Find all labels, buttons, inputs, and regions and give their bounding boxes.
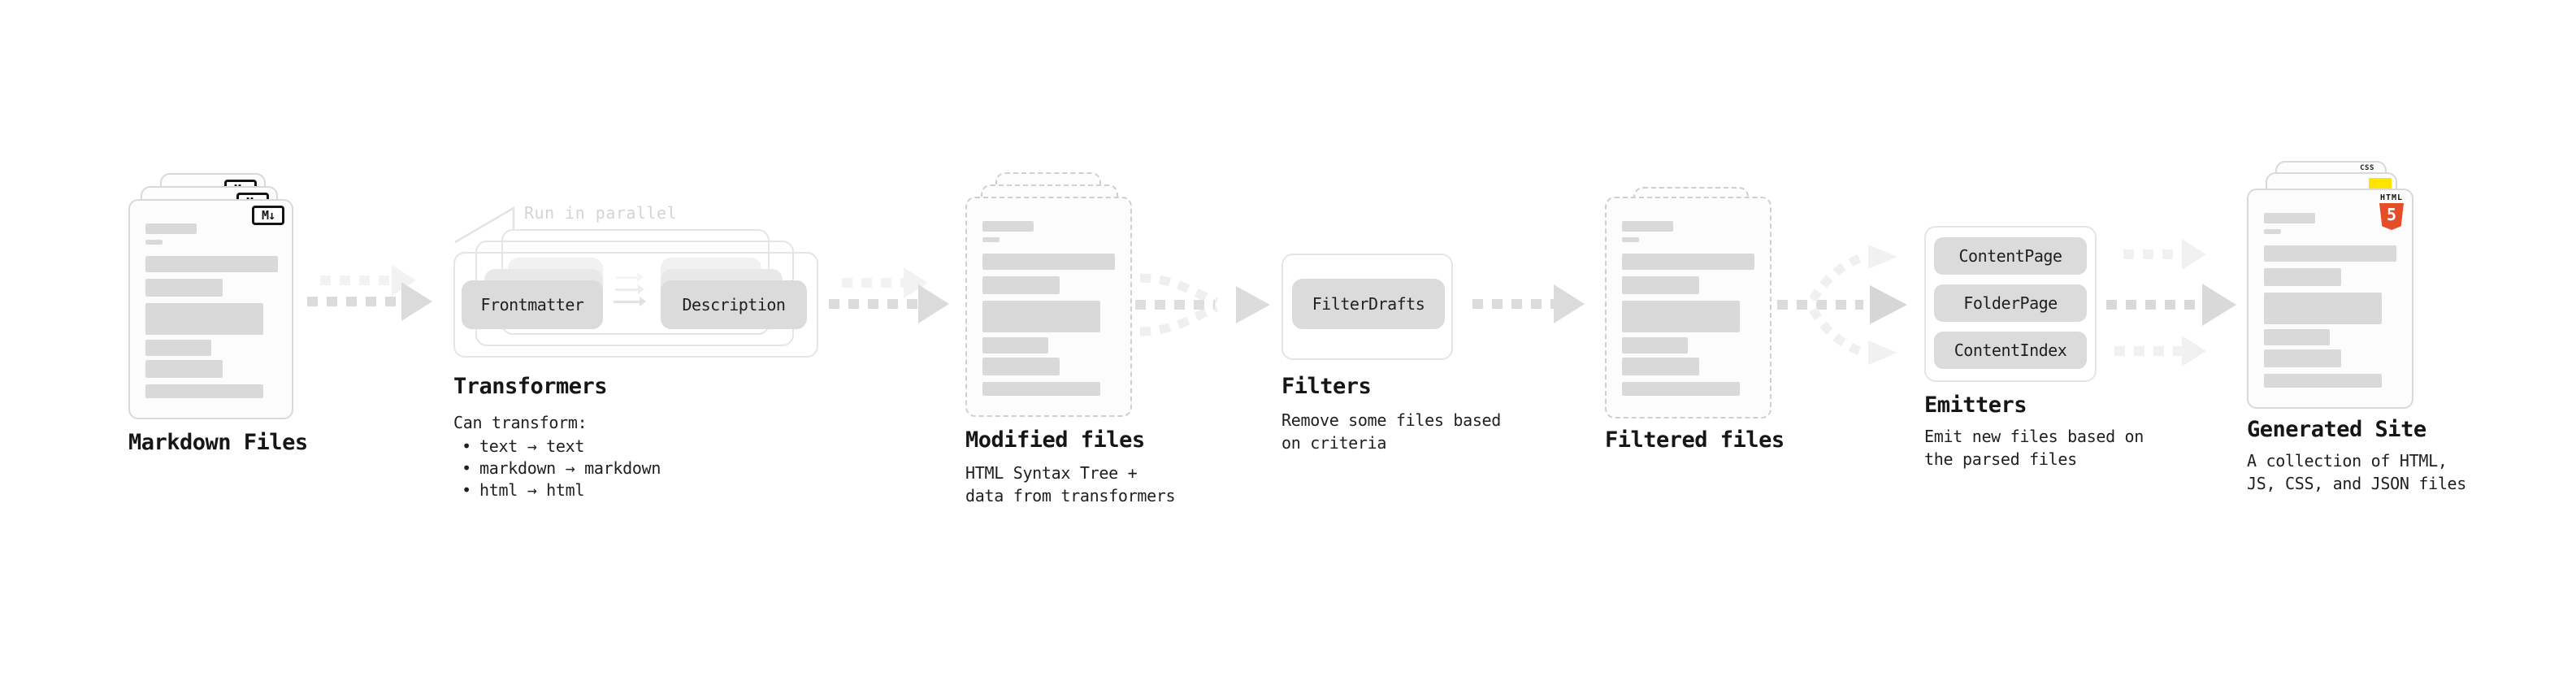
filters-label: Filters <box>1281 374 1372 399</box>
skeleton-bar <box>982 382 1100 396</box>
skeleton-bar <box>1622 221 1673 232</box>
bullet-dot: • <box>462 436 471 456</box>
skeleton-bar <box>2264 213 2315 223</box>
filters-box <box>1281 254 1453 360</box>
markdown-icon: M↓ <box>252 206 284 225</box>
skeleton-bar <box>2264 329 2330 345</box>
filters-caption: Remove some files based on criteria <box>1281 410 1502 453</box>
run-in-parallel-annotation: Run in parallel <box>524 203 678 223</box>
bullet-text: markdown → markdown <box>479 458 661 478</box>
description-pill: Description <box>661 280 807 329</box>
skeleton-bar <box>145 340 211 356</box>
bullet-item: • html → html <box>453 479 661 501</box>
contentindex-pill: ContentIndex <box>1934 332 2087 369</box>
skeleton-bar <box>982 276 1060 294</box>
skeleton-bar <box>145 256 278 272</box>
skeleton-bar <box>1622 301 1740 332</box>
transformer-box-front <box>453 252 818 358</box>
js-icon <box>2369 178 2392 189</box>
parallel-arrow-icon <box>615 288 638 291</box>
filtered-file-card-front <box>1605 197 1772 419</box>
skeleton-bar <box>2264 229 2281 234</box>
run-in-parallel-callout-line <box>454 206 515 244</box>
skeleton-bar <box>145 360 223 378</box>
skeleton-bar <box>145 240 163 245</box>
filterdrafts-pill: FilterDrafts <box>1292 279 1445 329</box>
markdown-file-card-front: M↓ <box>128 199 293 419</box>
bullet-dot: • <box>462 480 471 500</box>
frontmatter-pill: Frontmatter <box>462 280 603 329</box>
skeleton-bar <box>982 254 1115 270</box>
skeleton-bar <box>2264 268 2341 286</box>
bullet-dot: • <box>462 458 471 478</box>
fan-out-connector <box>1777 245 1907 365</box>
bullet-item: • text → text <box>453 436 661 458</box>
skeleton-text <box>2264 213 2396 388</box>
skeleton-bar <box>2264 349 2341 367</box>
skeleton-bar <box>145 223 197 234</box>
skeleton-bar <box>1622 382 1740 396</box>
skeleton-text <box>982 221 1115 396</box>
skeleton-text <box>1622 221 1754 396</box>
modified-files-label: Modified files <box>965 427 1145 453</box>
skeleton-bar <box>145 279 223 297</box>
skeleton-bar <box>2264 293 2382 324</box>
modified-files-caption: HTML Syntax Tree + data from transformer… <box>965 463 1176 505</box>
transformers-bullet-list: • text → text • markdown → markdown • ht… <box>453 436 661 501</box>
skeleton-bar <box>982 358 1060 375</box>
html5-icon: HTML 5 <box>2378 194 2405 230</box>
contentpage-pill: ContentPage <box>1934 237 2087 275</box>
modified-file-card-front <box>965 197 1132 417</box>
folderpage-pill: FolderPage <box>1934 284 2087 322</box>
transformers-caption-intro: Can transform: <box>453 413 588 432</box>
emitters-box <box>1924 226 2097 382</box>
skeleton-bar <box>145 384 263 398</box>
transformers-label: Transformers <box>453 374 608 399</box>
fan-in-connector <box>1135 273 1270 336</box>
generated-html-card: HTML 5 <box>2247 189 2413 409</box>
skeleton-bar <box>1622 358 1699 375</box>
parallel-arrow-icon <box>616 276 637 279</box>
generated-site-caption: A collection of HTML, JS, CSS, and JSON … <box>2247 451 2467 493</box>
skeleton-bar <box>982 301 1100 332</box>
skeleton-bar <box>982 221 1034 232</box>
skeleton-bar <box>1622 254 1754 270</box>
emitters-label: Emitters <box>1924 393 2027 418</box>
markdown-files-label: Markdown Files <box>128 430 308 455</box>
skeleton-bar <box>2264 374 2382 388</box>
skeleton-bar <box>1622 276 1699 294</box>
bullet-item: • markdown → markdown <box>453 458 661 479</box>
skeleton-bar <box>2264 245 2396 262</box>
skeleton-text <box>145 223 278 398</box>
filtered-files-label: Filtered files <box>1605 427 1785 453</box>
generated-site-label: Generated Site <box>2247 417 2426 442</box>
skeleton-bar <box>145 303 263 335</box>
skeleton-bar <box>982 337 1048 354</box>
skeleton-bar <box>1622 337 1688 354</box>
skeleton-bar <box>982 237 1000 242</box>
emitters-caption: Emit new files based on the parsed files <box>1924 427 2144 469</box>
skeleton-bar <box>1622 237 1639 242</box>
bullet-text: html → html <box>479 480 585 500</box>
bullet-text: text → text <box>479 436 585 456</box>
parallel-arrow-icon <box>614 301 640 303</box>
